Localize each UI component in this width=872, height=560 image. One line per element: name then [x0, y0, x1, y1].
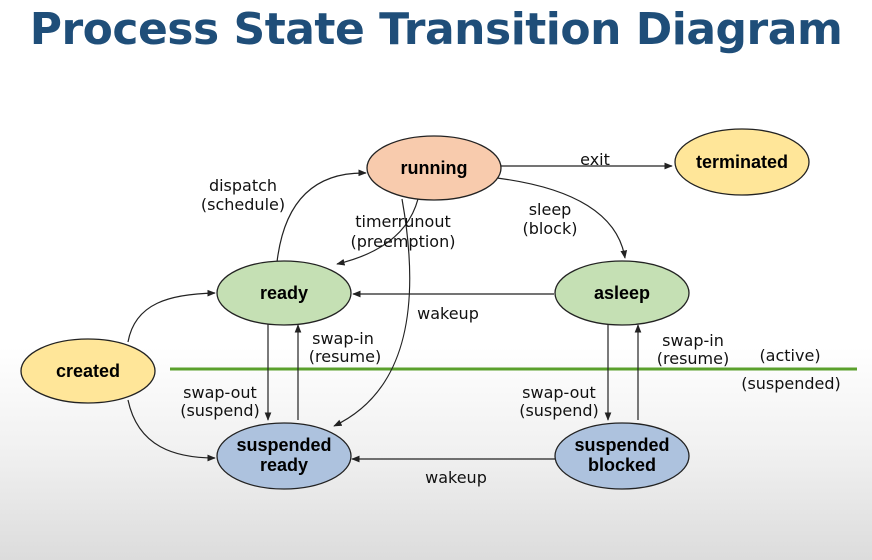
state-created: created — [20, 338, 156, 404]
edge-created-to-ready — [127, 289, 216, 343]
edge-running-to-suspended-ready — [333, 198, 411, 427]
label-resume-right: (resume) — [657, 349, 729, 368]
state-asleep: asleep — [554, 260, 690, 326]
state-ready-label: ready — [260, 283, 308, 303]
label-wakeup-top: wakeup — [417, 304, 479, 323]
label-dispatch: dispatch — [209, 176, 277, 195]
state-running: running — [366, 135, 502, 201]
label-swapin-left: swap-in — [312, 329, 374, 348]
label-timerrunout: timerrunout — [355, 212, 451, 231]
state-suspended-ready: suspended ready — [216, 422, 352, 490]
label-block: (block) — [523, 219, 578, 238]
zone-label-suspended: (suspended) — [741, 374, 841, 393]
state-suspended-blocked-label-1: suspended — [574, 435, 669, 455]
label-preemption: (preemption) — [351, 232, 456, 251]
state-terminated-label: terminated — [696, 152, 788, 172]
zone-label-active: (active) — [759, 346, 820, 365]
label-swapout-left: swap-out — [183, 383, 257, 402]
state-suspended-ready-label-2: ready — [260, 455, 308, 475]
edge-timerrunout — [336, 198, 419, 266]
state-suspended-ready-label-1: suspended — [236, 435, 331, 455]
transitions — [127, 162, 673, 463]
label-exit: exit — [580, 150, 610, 169]
label-swapin-right: swap-in — [662, 331, 724, 350]
label-wakeup-bottom: wakeup — [425, 468, 487, 487]
label-suspend-right: (suspend) — [519, 401, 599, 420]
edge-sleep — [496, 177, 628, 259]
state-suspended-blocked: suspended blocked — [554, 422, 690, 490]
state-running-label: running — [401, 158, 468, 178]
state-asleep-label: asleep — [594, 283, 650, 303]
label-swapout-right: swap-out — [522, 383, 596, 402]
label-dispatch-schedule: (schedule) — [201, 195, 285, 214]
label-sleep: sleep — [529, 200, 572, 219]
label-suspend-left: (suspend) — [180, 401, 260, 420]
edge-created-to-suspended-ready — [127, 399, 216, 462]
state-terminated: terminated — [674, 128, 810, 196]
transition-labels: exit dispatch (schedule) timerrunout (pr… — [180, 150, 729, 487]
state-created-label: created — [56, 361, 120, 381]
page-title: Process State Transition Diagram — [29, 4, 843, 55]
state-ready: ready — [216, 260, 352, 326]
label-resume-left: (resume) — [309, 347, 381, 366]
edge-dispatch — [276, 169, 367, 263]
state-suspended-blocked-label-2: blocked — [588, 455, 656, 475]
